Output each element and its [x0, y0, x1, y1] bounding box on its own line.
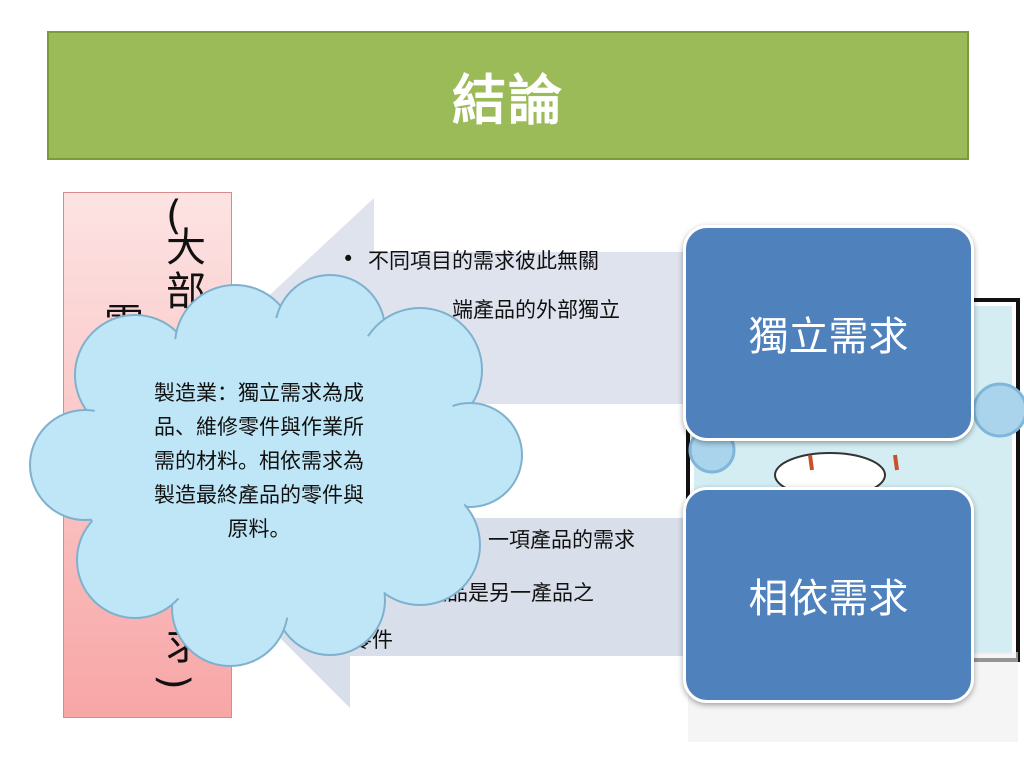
independent-demand-label: 獨立需求	[748, 314, 909, 360]
cloud-line-4: 製造最終產品的零件與	[154, 483, 364, 507]
cloud-text: 製造業：獨立需求為成 品、維修零件與作業所 需的材料。相依需求為 製造最終產品的…	[112, 376, 406, 546]
independent-demand-box: 獨立需求	[683, 225, 974, 441]
cloud-line-5: 原料。	[227, 517, 291, 541]
bullet-dot-1: •	[342, 247, 355, 271]
cloud-line-3: 需的材料。相依需求為	[154, 449, 364, 473]
clipart-detail	[808, 454, 899, 471]
top-bullet-2: 端產品的外部獨立	[452, 298, 620, 322]
dependent-demand-box: 相依需求	[683, 487, 974, 703]
slide-title: 結論	[452, 69, 564, 132]
clipart-cloud-right	[972, 382, 1024, 438]
vertical-char-paren-open: (	[166, 193, 182, 239]
top-bullet-1: 不同項目的需求彼此無關	[368, 249, 599, 273]
title-bar: 結論	[47, 31, 969, 160]
cloud-line-2: 品、維修零件與作業所	[154, 415, 364, 439]
dependent-demand-label: 相依需求	[748, 576, 909, 622]
bottom-bullet-1: 一項產品的需求	[488, 528, 635, 552]
cloud-line-1: 製造業：獨立需求為成	[154, 381, 364, 405]
vertical-char-1: 大	[166, 225, 206, 271]
